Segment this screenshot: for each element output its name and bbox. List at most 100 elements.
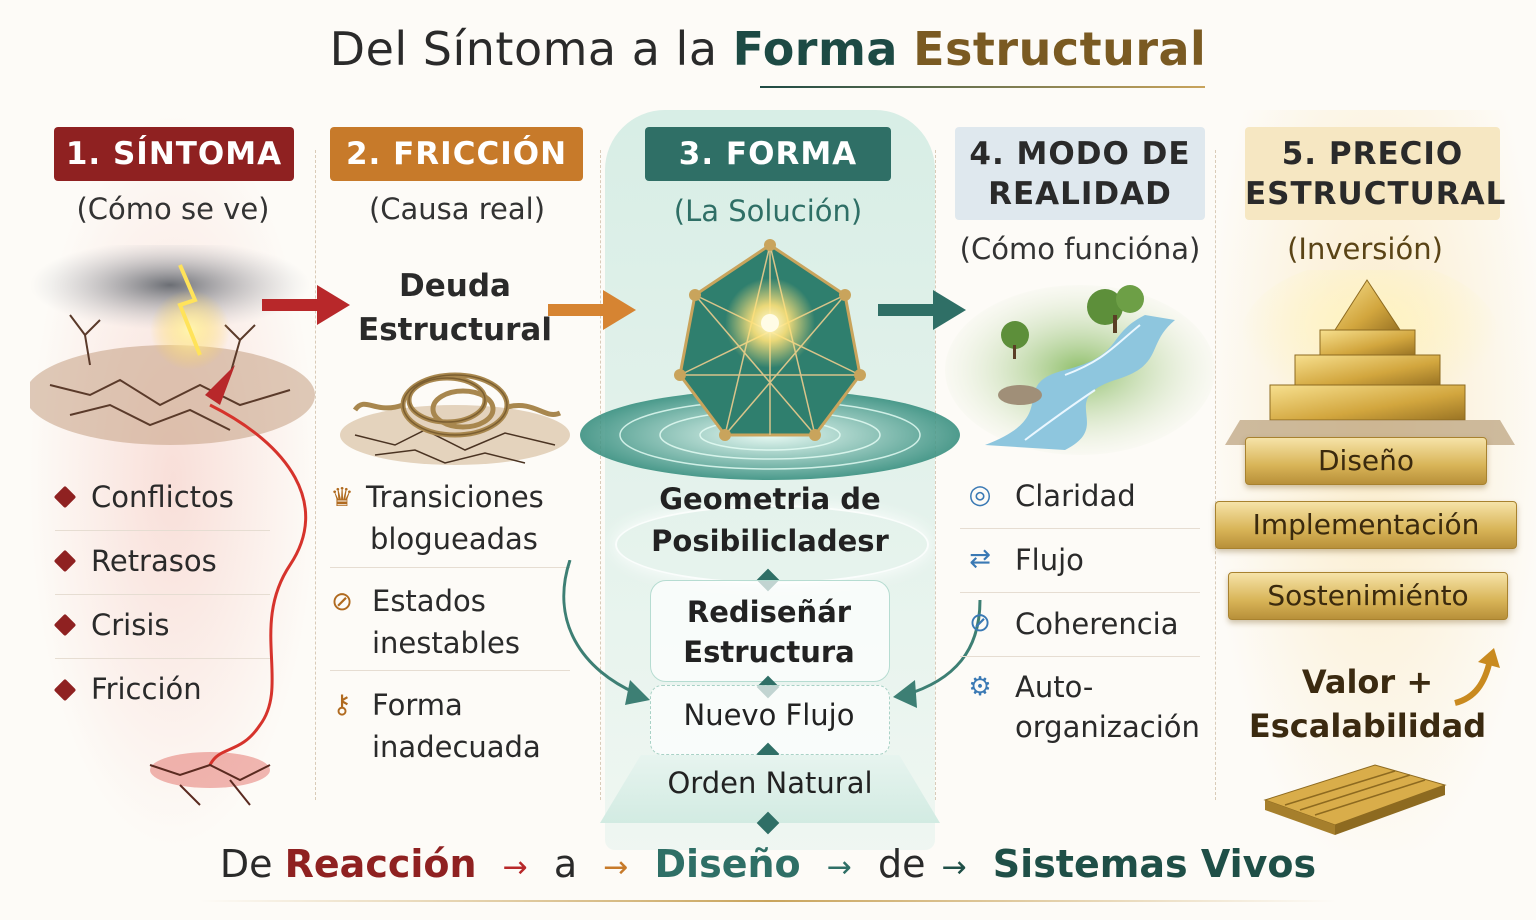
friccion-heading: Deuda Estructural [340,264,570,352]
separator [55,658,270,659]
friccion-item-line1: Transiciones [366,480,544,514]
realidad-item-line1: Auto- [1015,670,1094,704]
separator [960,656,1200,657]
realidad-item: Claridad [1015,479,1136,513]
bottom-de: De [219,842,273,886]
precio-badge: 5. PRECIO ESTRUCTURAL [1245,127,1507,220]
arrow-right-icon: → [941,850,967,885]
separator [330,567,570,568]
friccion-item-line1: Forma [372,688,463,722]
gold-bars-icon [1263,764,1447,835]
value-label: Valor + Escalabilidad [1245,660,1490,748]
friccion-item-line2: blogueadas [370,522,538,556]
friccion-item: Forma inadecuada [372,684,541,768]
friccion-item-line2: inadecuada [372,730,541,764]
divider-2 [600,150,601,800]
tier-diseno: Diseño [1245,437,1487,485]
friccion-heading-line1: Deuda [399,268,511,304]
bottom-diseno: Diseño [654,842,801,886]
geometry-illustration [580,239,960,480]
arrow-right-icon: → [603,850,629,885]
bottom-de2: de [877,842,926,886]
curved-arrow-icon [562,560,650,705]
arrow-up-icon [1454,648,1500,706]
bottom-underline [200,900,1336,902]
divider-3 [935,150,936,800]
sintoma-item: Crisis [91,608,170,642]
realidad-item: Flujo [1015,543,1084,577]
forma-step-nuevo-flujo: Nuevo Flujo [683,698,855,732]
sintoma-badge: 1. SÍNTOMA [54,127,294,181]
friccion-item-line2: inestables [372,626,520,660]
realidad-badge-line1: 4. MODO DE [969,136,1191,172]
arrow-right-icon: → [826,850,852,885]
arrows-icon: ⇄ [969,544,991,574]
title-underline [760,86,1205,88]
realidad-item: Auto- organización [1015,667,1200,747]
sintoma-subtitle: (Cómo se ve) [76,192,270,226]
arrow-right-icon [548,290,636,330]
curved-arrow-icon [893,600,982,708]
friccion-heading-line2: Estructural [358,312,552,348]
separator [960,528,1200,529]
separator [55,594,270,595]
realidad-subtitle: (Cómo funcióna) [959,232,1201,266]
realidad-item: Coherencia [1015,607,1179,641]
key-icon: ⚷ [332,690,352,720]
storm-illustration [30,245,315,806]
forma-step-line2: Posibilicladesr [651,524,889,558]
forma-step: Geometria de Posibilicladesr [630,478,910,562]
realidad-badge-line2: REALIDAD [988,176,1172,212]
forma-subtitle: (La Solución) [673,194,863,228]
separator [960,592,1200,593]
forma-step-line1: Rediseñár [686,595,852,629]
compass-icon: ⊘ [969,608,991,638]
sintoma-item: Conflictos [91,480,234,514]
gold-pyramid-illustration [1225,270,1515,445]
forma-step-orden-natural: Orden Natural [667,766,873,800]
separator [55,530,270,531]
title-part3: Estructural [913,22,1207,76]
realidad-item-line2: organización [1015,710,1200,744]
arrow-right-icon: → [502,850,528,885]
tier-implementacion: Implementación [1215,501,1517,549]
title-part1: Del Síntoma a la [329,22,718,76]
bottom-reaccion: Reacción [284,842,477,886]
title-part2: Forma [732,22,898,76]
friccion-item-line1: Estados [372,584,486,618]
forma-badge: 3. FORMA [645,127,891,181]
precio-badge-line1: 5. PRECIO [1281,136,1464,172]
separator [330,670,570,671]
divider-4 [1215,150,1216,800]
forma-step-line2: Estructura [683,635,855,669]
arrow-right-icon [878,290,966,330]
precio-subtitle: (Inversión) [1287,232,1443,266]
crown-icon: ♛ [330,483,354,513]
bottom-sistemas-vivos: Sistemas Vivos [992,842,1317,886]
arrow-right-icon [262,285,350,325]
value-line2: Escalabilidad [1248,707,1487,745]
tier-sostenimiento: Sostenimiénto [1228,572,1508,620]
knot-illustration [340,372,570,465]
value-line1: Valor + [1301,663,1434,701]
sintoma-item: Fricción [91,672,202,706]
precio-badge-line2: ESTRUCTURAL [1245,176,1507,212]
realidad-badge: 4. MODO DE REALIDAD [955,127,1205,220]
friccion-badge: 2. FRICCIÓN [330,127,583,181]
friccion-item: Estados inestables [372,580,520,664]
forma-step-line1: Geometria de [659,482,881,516]
page-title: Del Síntoma a la Forma Estructural [0,22,1536,76]
friccion-subtitle: (Causa real) [368,192,546,226]
bottom-a: a [553,842,578,886]
gear-icon: ⚙ [968,672,992,702]
divider-1 [315,150,316,800]
sintoma-column-bg [28,110,318,850]
step-card [650,580,890,682]
sintoma-item: Retrasos [91,544,217,578]
forma-step: Rediseñár Estructura [650,592,888,672]
river-illustration [945,285,1215,455]
step-card [650,685,890,755]
friccion-item: Transiciones blogueadas [366,476,544,560]
check-circle-icon: ◎ [968,480,992,510]
step-base [600,755,940,823]
